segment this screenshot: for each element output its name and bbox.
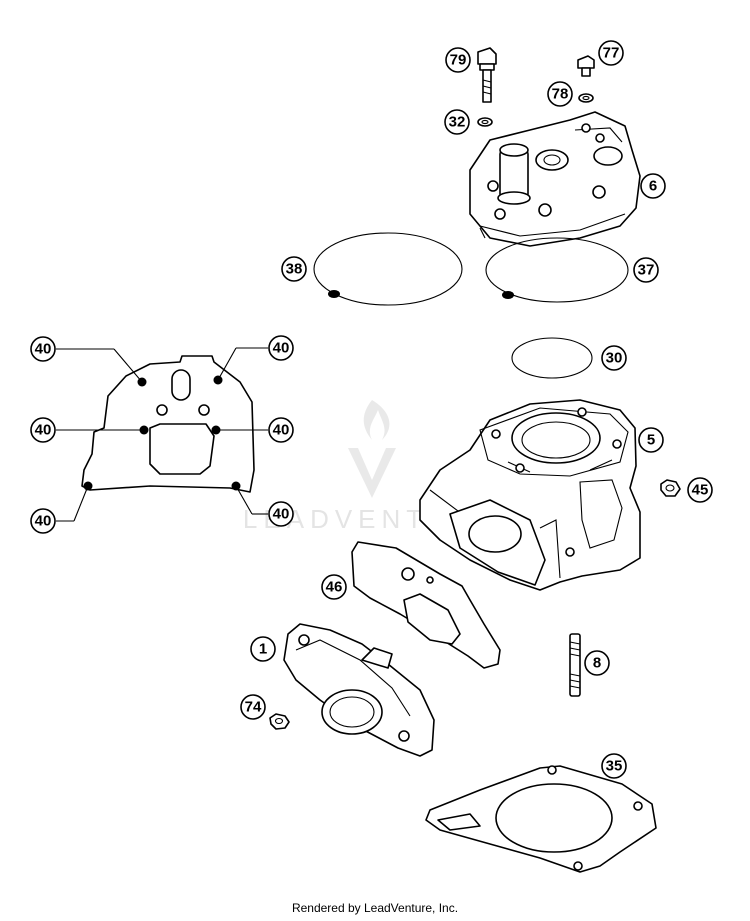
svg-text:6: 6 [649,178,657,195]
callout-40-bottom-right: 40 [268,501,294,527]
callout-32: 32 [444,109,470,135]
svg-text:79: 79 [450,52,467,69]
callout-5: 5 [638,427,664,453]
part-37-o-ring [485,237,629,303]
svg-text:40: 40 [35,341,52,358]
part-78-washer [578,93,594,103]
flame-logo-icon [363,400,390,440]
part-1-reed-valve-housing [283,623,435,757]
part-38-o-ring [313,232,463,306]
svg-text:5: 5 [647,432,655,449]
part-79-bolt [477,47,497,103]
svg-text:45: 45 [692,482,709,499]
svg-text:38: 38 [286,261,303,278]
part-40-gasket-plate [81,355,255,493]
callout-8: 8 [584,650,610,676]
part-35-base-gasket [425,765,657,873]
callout-30: 30 [601,345,627,371]
svg-text:78: 78 [552,86,569,103]
svg-text:40: 40 [35,422,52,439]
part-5-cylinder [419,399,641,591]
part-77-bolt [577,55,595,77]
svg-text:40: 40 [273,506,290,523]
callout-46: 46 [321,574,347,600]
callout-74: 74 [240,694,266,720]
part-8-stud [569,633,581,697]
footer-credit: Rendered by LeadVenture, Inc. [292,901,458,915]
svg-text:40: 40 [273,422,290,439]
callout-38: 38 [281,256,307,282]
svg-text:40: 40 [35,513,52,530]
v-logo-icon [348,448,396,498]
svg-text:8: 8 [593,655,601,672]
part-32-washer [477,117,493,127]
callout-79: 79 [445,47,471,73]
part-6-cylinder-head [469,111,641,247]
callout-45: 45 [687,477,713,503]
svg-text:40: 40 [273,340,290,357]
callout-35: 35 [601,753,627,779]
callout-78: 78 [547,81,573,107]
svg-text:74: 74 [245,699,262,716]
part-30-o-ring [511,337,593,379]
svg-text:77: 77 [603,45,620,62]
leader-lines [56,347,268,522]
part-45-nut [660,479,681,497]
callout-40-bottom-left: 40 [30,508,56,534]
svg-text:46: 46 [326,579,343,596]
svg-text:1: 1 [259,641,267,658]
callout-40-top-right: 40 [268,335,294,361]
part-46-gasket [351,541,501,669]
callout-40-mid-right: 40 [268,417,294,443]
svg-text:30: 30 [606,350,623,367]
callout-77: 77 [598,40,624,66]
callout-1: 1 [250,636,276,662]
part-74-nut [269,713,290,730]
callout-6: 6 [640,173,666,199]
callout-37: 37 [633,257,659,283]
svg-text:35: 35 [606,758,623,775]
svg-text:32: 32 [449,114,466,131]
svg-text:37: 37 [638,262,655,279]
callout-40-top-left: 40 [30,336,56,362]
callout-40-mid-left: 40 [30,417,56,443]
